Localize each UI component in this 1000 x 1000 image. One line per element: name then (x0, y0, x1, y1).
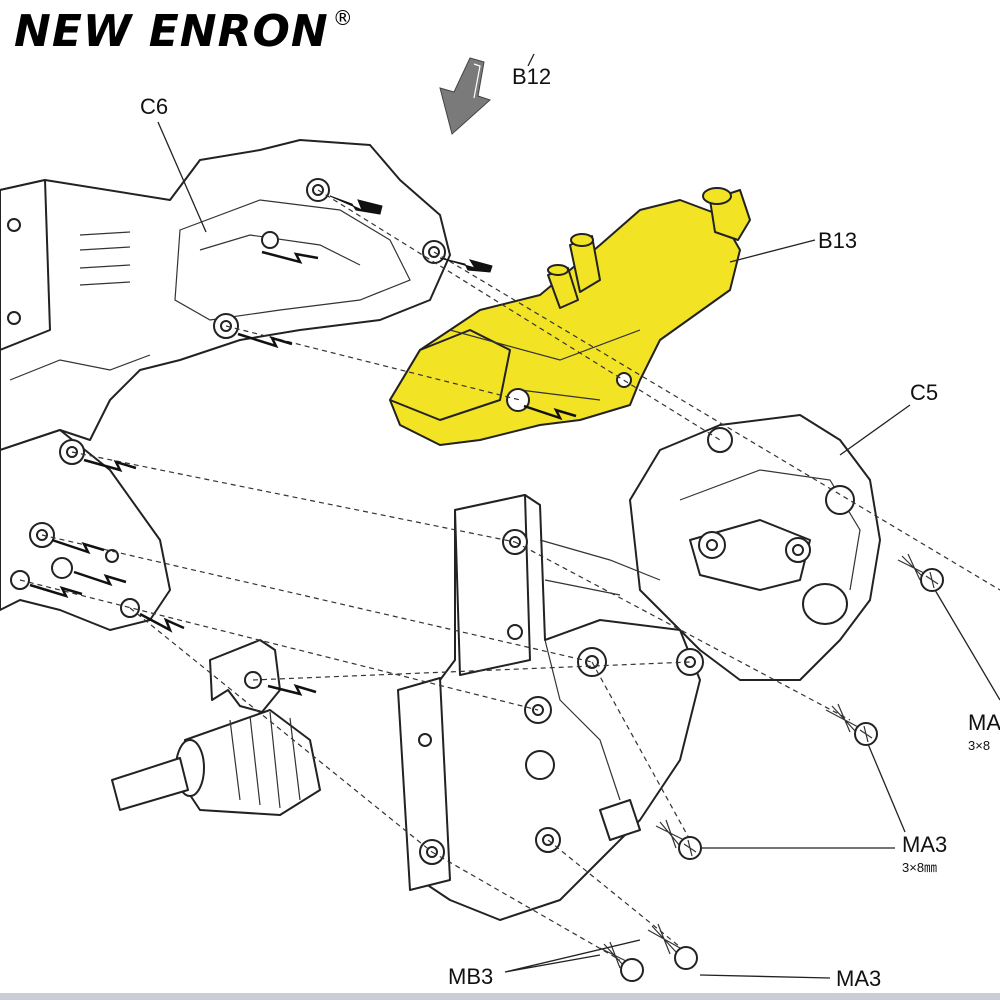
part-c6-left-housing (0, 139, 451, 451)
label-ma-right-size: 3×8 (968, 738, 990, 753)
label-b13: B13 (818, 228, 857, 253)
label-c6: C6 (140, 94, 168, 119)
part-b13-highlighted (389, 187, 751, 446)
registered-mark: ® (332, 6, 354, 30)
label-c5: C5 (910, 380, 938, 405)
label-b12: B12 (512, 64, 551, 89)
insert-direction-arrow (439, 57, 491, 135)
label-ma3-bottom: MA3 (836, 966, 881, 991)
part-c5-right-housing (629, 414, 881, 681)
bottom-edge-bar (0, 993, 1000, 1000)
leader-lines (157, 53, 1000, 979)
screw-ma3-right (897, 553, 944, 592)
label-ma3-middle: MA3 (902, 832, 947, 857)
screw-ma3-middle (825, 703, 878, 746)
screw-ma3-lower (655, 819, 702, 860)
insertion-arrows (29, 195, 577, 696)
label-ma-right: MA (968, 710, 1000, 735)
screw-mb3-a (599, 941, 644, 982)
brand-name: NEW ENRON (14, 6, 329, 57)
screw-mb3-b (647, 923, 698, 970)
alignment-lines (19, 189, 1000, 961)
part-shaft-assembly (111, 639, 321, 816)
brand-logo: NEW ENRON® (14, 6, 354, 57)
label-ma3-middle-size: 3×8㎜ (902, 860, 937, 875)
label-mb3: MB3 (448, 964, 493, 989)
